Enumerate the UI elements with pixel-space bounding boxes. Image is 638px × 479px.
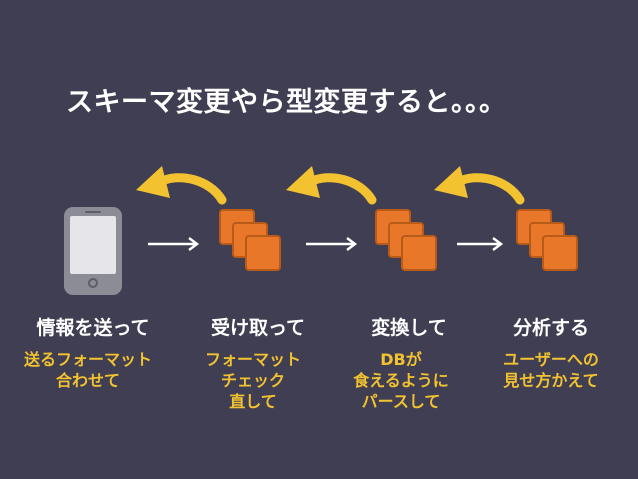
flow-arrow [457, 237, 504, 251]
stage-note-send: 送るフォーマット 合わせて [23, 350, 152, 390]
return-arrow-icon [434, 166, 525, 205]
flow-arrow [306, 237, 358, 251]
slide-title: スキーマ変更やら型変更すると。。。 [66, 87, 507, 118]
smartphone-icon [64, 207, 122, 295]
stage-note-convert: DBが 食えるように パースして [353, 350, 449, 411]
stage-label-send: 情報を送って [36, 317, 150, 339]
stage-label-convert: 変換して [371, 317, 447, 339]
return-arrow-icon [136, 166, 227, 205]
stage-note-receive: フォーマット チェック 直して [204, 350, 301, 411]
server-stack-icon [516, 209, 578, 271]
return-arrow-icon [286, 166, 377, 205]
server-stack-icon [375, 209, 437, 271]
stage-label-analyze: 分析する [512, 317, 589, 339]
server-stack-icon [219, 209, 281, 271]
flow-arrow [148, 237, 200, 251]
stage-note-analyze: ユーザーへの 見せ方かえて [503, 350, 599, 390]
stage-label-receive: 受け取って [210, 317, 306, 339]
